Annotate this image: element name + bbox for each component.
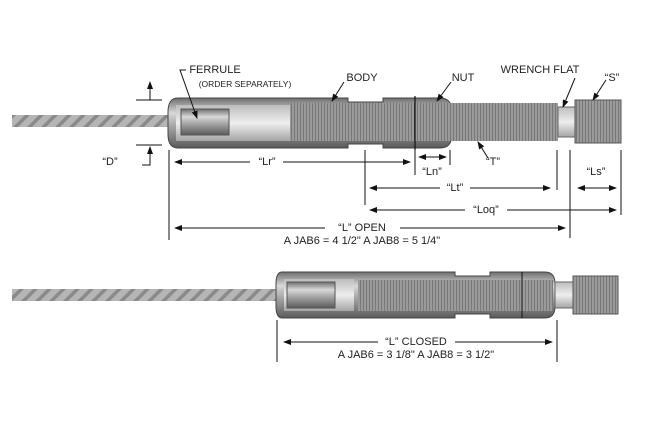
label-l-closed-values: A JAB6 = 3 1/8" A JAB8 = 3 1/2" [337, 349, 495, 361]
label-ferrule: FERRULE [189, 64, 241, 76]
label-wrench-flat: WRENCH FLAT [500, 64, 580, 76]
stud-thread [572, 275, 619, 315]
label-d: “D” [102, 156, 118, 168]
ferrule [180, 108, 230, 136]
open-assembly [12, 96, 622, 150]
label-lr: “Lr” [258, 156, 276, 168]
closed-assembly [12, 271, 619, 319]
label-nut: NUT [451, 72, 475, 84]
threaded-rod [290, 103, 558, 141]
closed-dimension-lines [276, 320, 558, 362]
wrench-flat [557, 106, 576, 138]
label-loq: “Loq” [473, 204, 499, 216]
threaded-rod [358, 280, 553, 311]
label-l-closed: “L” CLOSED [385, 336, 447, 348]
label-l-open-values: A JAB6 = 4 1/2" A JAB8 = 5 1/4" [283, 235, 441, 247]
label-l-open: “L” OPEN [338, 222, 386, 234]
cable [12, 115, 177, 127]
ferrule [286, 281, 336, 309]
label-body: BODY [346, 72, 378, 84]
label-ls: “Ls” [586, 166, 606, 178]
label-t: “T” [485, 156, 501, 168]
label-s: “S” [604, 72, 620, 84]
label-ln: “Ln” [422, 166, 442, 178]
stud-thread [574, 99, 622, 144]
label-ferrule-note: (ORDER SEPARATELY) [198, 79, 292, 89]
label-lt: “Lt” [446, 182, 464, 194]
cable [12, 289, 284, 301]
wrench-flat [554, 281, 574, 309]
callout-lines [136, 69, 622, 240]
